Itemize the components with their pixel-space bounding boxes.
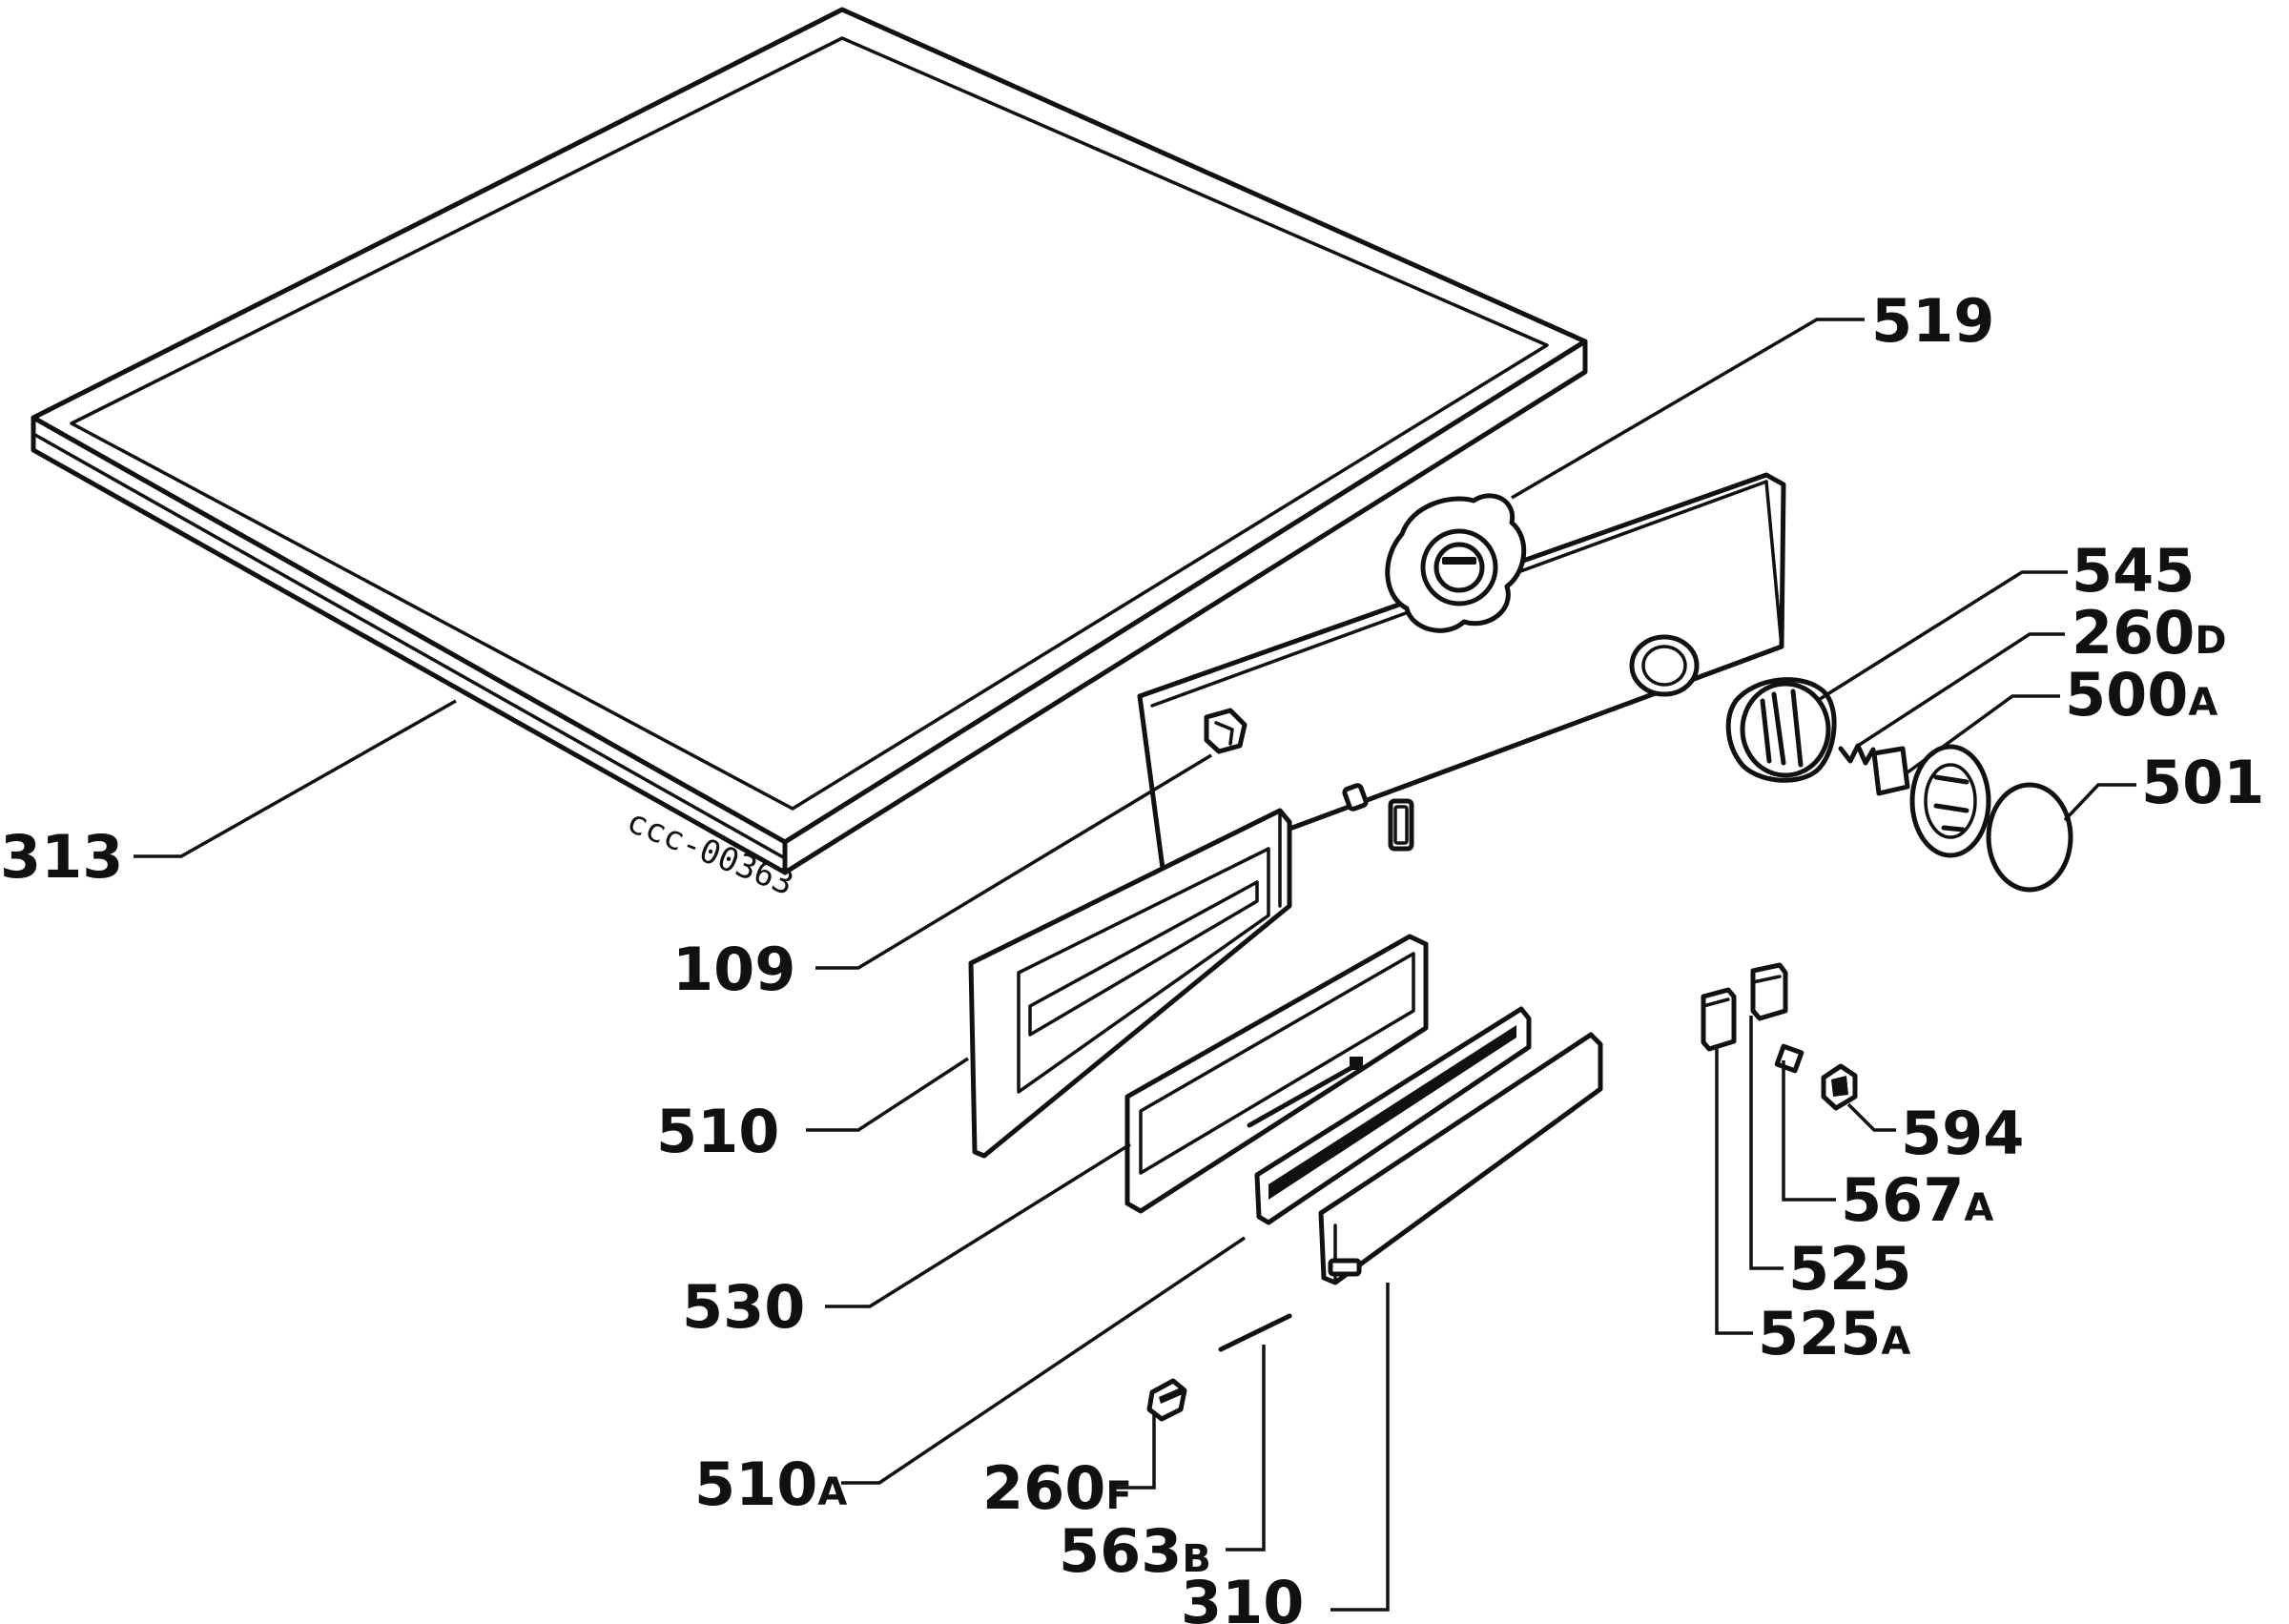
part-label-500a: 500A <box>2065 660 2217 730</box>
spring-260d <box>1838 743 1876 766</box>
dispenser-drawer-530 <box>1124 934 1429 1214</box>
part-label-567a: 567A <box>1841 1165 1993 1235</box>
part-label-525: 525 <box>1788 1234 1911 1304</box>
part-label-501: 501 <box>2141 748 2264 817</box>
part-label-545: 545 <box>2072 536 2195 606</box>
insert-567a <box>1774 1043 1804 1074</box>
part-label-310: 310 <box>1181 1568 1304 1624</box>
knob-housing-545 <box>1725 677 1837 783</box>
top-cover-313 <box>31 7 1588 875</box>
part-label-525a: 525A <box>1758 1299 1910 1368</box>
part-label-260f: 260F <box>982 1453 1132 1523</box>
knob-500a <box>1871 744 1991 858</box>
control-panel-fascia <box>1137 472 1786 878</box>
part-label-109: 109 <box>672 935 795 1004</box>
part-label-530: 530 <box>682 1272 805 1342</box>
button-525 <box>1750 962 1788 1021</box>
leader-lines <box>134 318 2136 1612</box>
handle-cover-310 <box>1318 1032 1603 1285</box>
part-label-594: 594 <box>1901 1099 2024 1168</box>
part-label-563b: 563B <box>1059 1516 1211 1586</box>
knob-cap-501 <box>1986 782 2073 893</box>
screw-260f <box>1146 1378 1187 1422</box>
part-label-260d: 260D <box>2072 598 2227 668</box>
pin-563b <box>1218 1313 1292 1352</box>
button-525a <box>1701 987 1737 1052</box>
dispenser-frame-510 <box>968 808 1292 1159</box>
part-label-510a: 510A <box>694 1449 847 1519</box>
part-label-510: 510 <box>656 1097 779 1166</box>
clip-109 <box>1204 708 1248 754</box>
part-label-313: 313 <box>0 822 123 892</box>
insert-strip-510a <box>1254 1006 1532 1225</box>
part-label-519: 519 <box>1871 286 1994 356</box>
clip-594 <box>1821 1063 1858 1111</box>
timer-bezel-519 <box>1385 493 1527 633</box>
